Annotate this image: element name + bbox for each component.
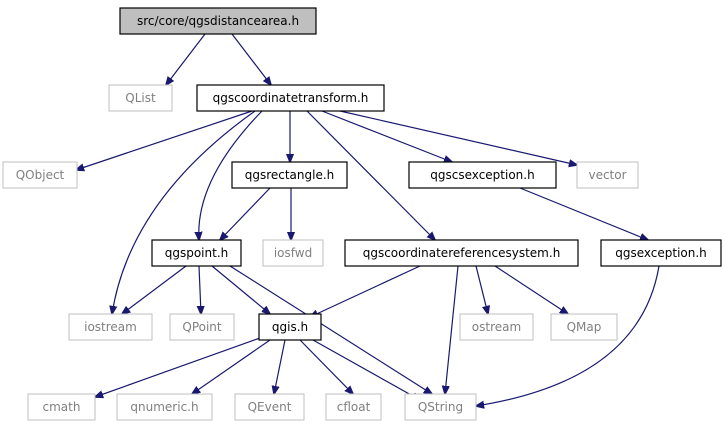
edge-csexception-to-exception — [519, 187, 648, 240]
node-label: qnumeric.h — [130, 400, 198, 414]
node-vector: vector — [576, 161, 639, 189]
node-box — [119, 7, 317, 35]
edge-point-to-qgis — [211, 265, 270, 314]
node-root[interactable]: src/core/qgsdistancearea.h — [119, 7, 317, 35]
edge-exception-to-qstring — [476, 265, 660, 406]
node-box — [196, 84, 385, 112]
node-crs[interactable]: qgscoordinatereferencesystem.h — [344, 239, 579, 267]
edge-qgis-to-qstring — [312, 339, 420, 400]
edge-qgis-to-cfloat — [299, 339, 353, 394]
node-exception[interactable]: qgsexception.h — [600, 239, 722, 267]
node-label: iostream — [84, 320, 137, 334]
node-iosfwd: iosfwd — [262, 239, 324, 267]
node-label: QObject — [16, 168, 65, 182]
node-qlist: QList — [108, 84, 173, 112]
node-ostream: ostream — [459, 313, 534, 341]
node-label: qgis.h — [272, 320, 308, 334]
node-iostream: iostream — [68, 313, 153, 341]
node-label: QMap — [567, 320, 602, 334]
edge-root-to-qlist — [166, 33, 206, 85]
node-box — [169, 313, 235, 341]
node-label: cmath — [43, 400, 81, 414]
node-label: QEvent — [248, 400, 292, 414]
edge-crs-to-qstring — [445, 265, 459, 394]
node-qnumeric: qnumeric.h — [116, 393, 213, 421]
node-box — [550, 313, 618, 341]
node-cmath: cmath — [27, 393, 96, 421]
node-qmap: QMap — [550, 313, 618, 341]
edge-point-to-qpoint — [199, 265, 201, 314]
node-label: QList — [125, 91, 156, 105]
edge-point-to-qstring — [229, 265, 432, 394]
node-label: QString — [418, 400, 463, 414]
node-point[interactable]: qgspoint.h — [151, 239, 242, 267]
node-label: vector — [588, 168, 626, 182]
node-label: qgsrectangle.h — [245, 168, 335, 182]
edge-qgis-to-qnumeric — [192, 339, 271, 394]
node-box — [108, 84, 173, 112]
node-qevent: QEvent — [234, 393, 305, 421]
edge-root-to-coordtransform — [231, 33, 271, 85]
node-rectangle[interactable]: qgsrectangle.h — [231, 161, 348, 189]
node-box — [68, 313, 153, 341]
node-qstring: QString — [404, 393, 477, 421]
edge-crs-to-qmap — [494, 265, 568, 314]
node-box — [459, 313, 534, 341]
node-qgis[interactable]: qgis.h — [258, 313, 322, 341]
node-qpoint: QPoint — [169, 313, 235, 341]
node-box — [325, 393, 382, 421]
node-box — [231, 161, 348, 189]
edge-coordtransform-to-crs — [306, 110, 435, 240]
node-box — [262, 239, 324, 267]
node-label: cfloat — [337, 400, 371, 414]
edge-coordtransform-to-csexception — [321, 110, 452, 162]
node-box — [404, 393, 477, 421]
node-csexception[interactable]: qgscsexception.h — [408, 161, 557, 189]
edge-crs-to-ostream — [475, 265, 488, 314]
node-box — [600, 239, 722, 267]
edge-layer — [76, 33, 660, 406]
node-label: qgsexception.h — [615, 246, 707, 260]
edge-crs-to-qgis — [310, 265, 421, 317]
node-label: iosfwd — [274, 246, 312, 260]
node-label: QPoint — [182, 320, 222, 334]
edge-qgis-to-cmath — [95, 337, 261, 397]
node-box — [408, 161, 557, 189]
node-box — [27, 393, 96, 421]
edge-rectangle-to-point — [220, 187, 271, 240]
node-label: src/core/qgsdistancearea.h — [137, 14, 299, 28]
edge-coordtransform-to-point — [199, 110, 263, 240]
node-box — [344, 239, 579, 267]
node-label: qgscsexception.h — [430, 168, 534, 182]
edge-point-to-iostream — [122, 265, 187, 314]
node-box — [2, 161, 78, 189]
node-box — [258, 313, 322, 341]
node-box — [151, 239, 242, 267]
edge-qgis-to-qevent — [274, 339, 286, 394]
node-box — [116, 393, 213, 421]
node-coordtransform[interactable]: qgscoordinatetransform.h — [196, 84, 385, 112]
node-label: qgspoint.h — [165, 246, 229, 260]
edge-coordtransform-to-iostream — [112, 110, 256, 314]
node-qobject: QObject — [2, 161, 78, 189]
node-label: ostream — [472, 320, 521, 334]
node-label: qgscoordinatereferencesystem.h — [363, 246, 561, 260]
node-label: qgscoordinatetransform.h — [213, 91, 369, 105]
node-box — [576, 161, 639, 189]
node-box — [234, 393, 305, 421]
edge-coordtransform-to-qobject — [76, 110, 253, 170]
node-cfloat: cfloat — [325, 393, 382, 421]
edge-coordtransform-to-vector — [339, 110, 577, 165]
